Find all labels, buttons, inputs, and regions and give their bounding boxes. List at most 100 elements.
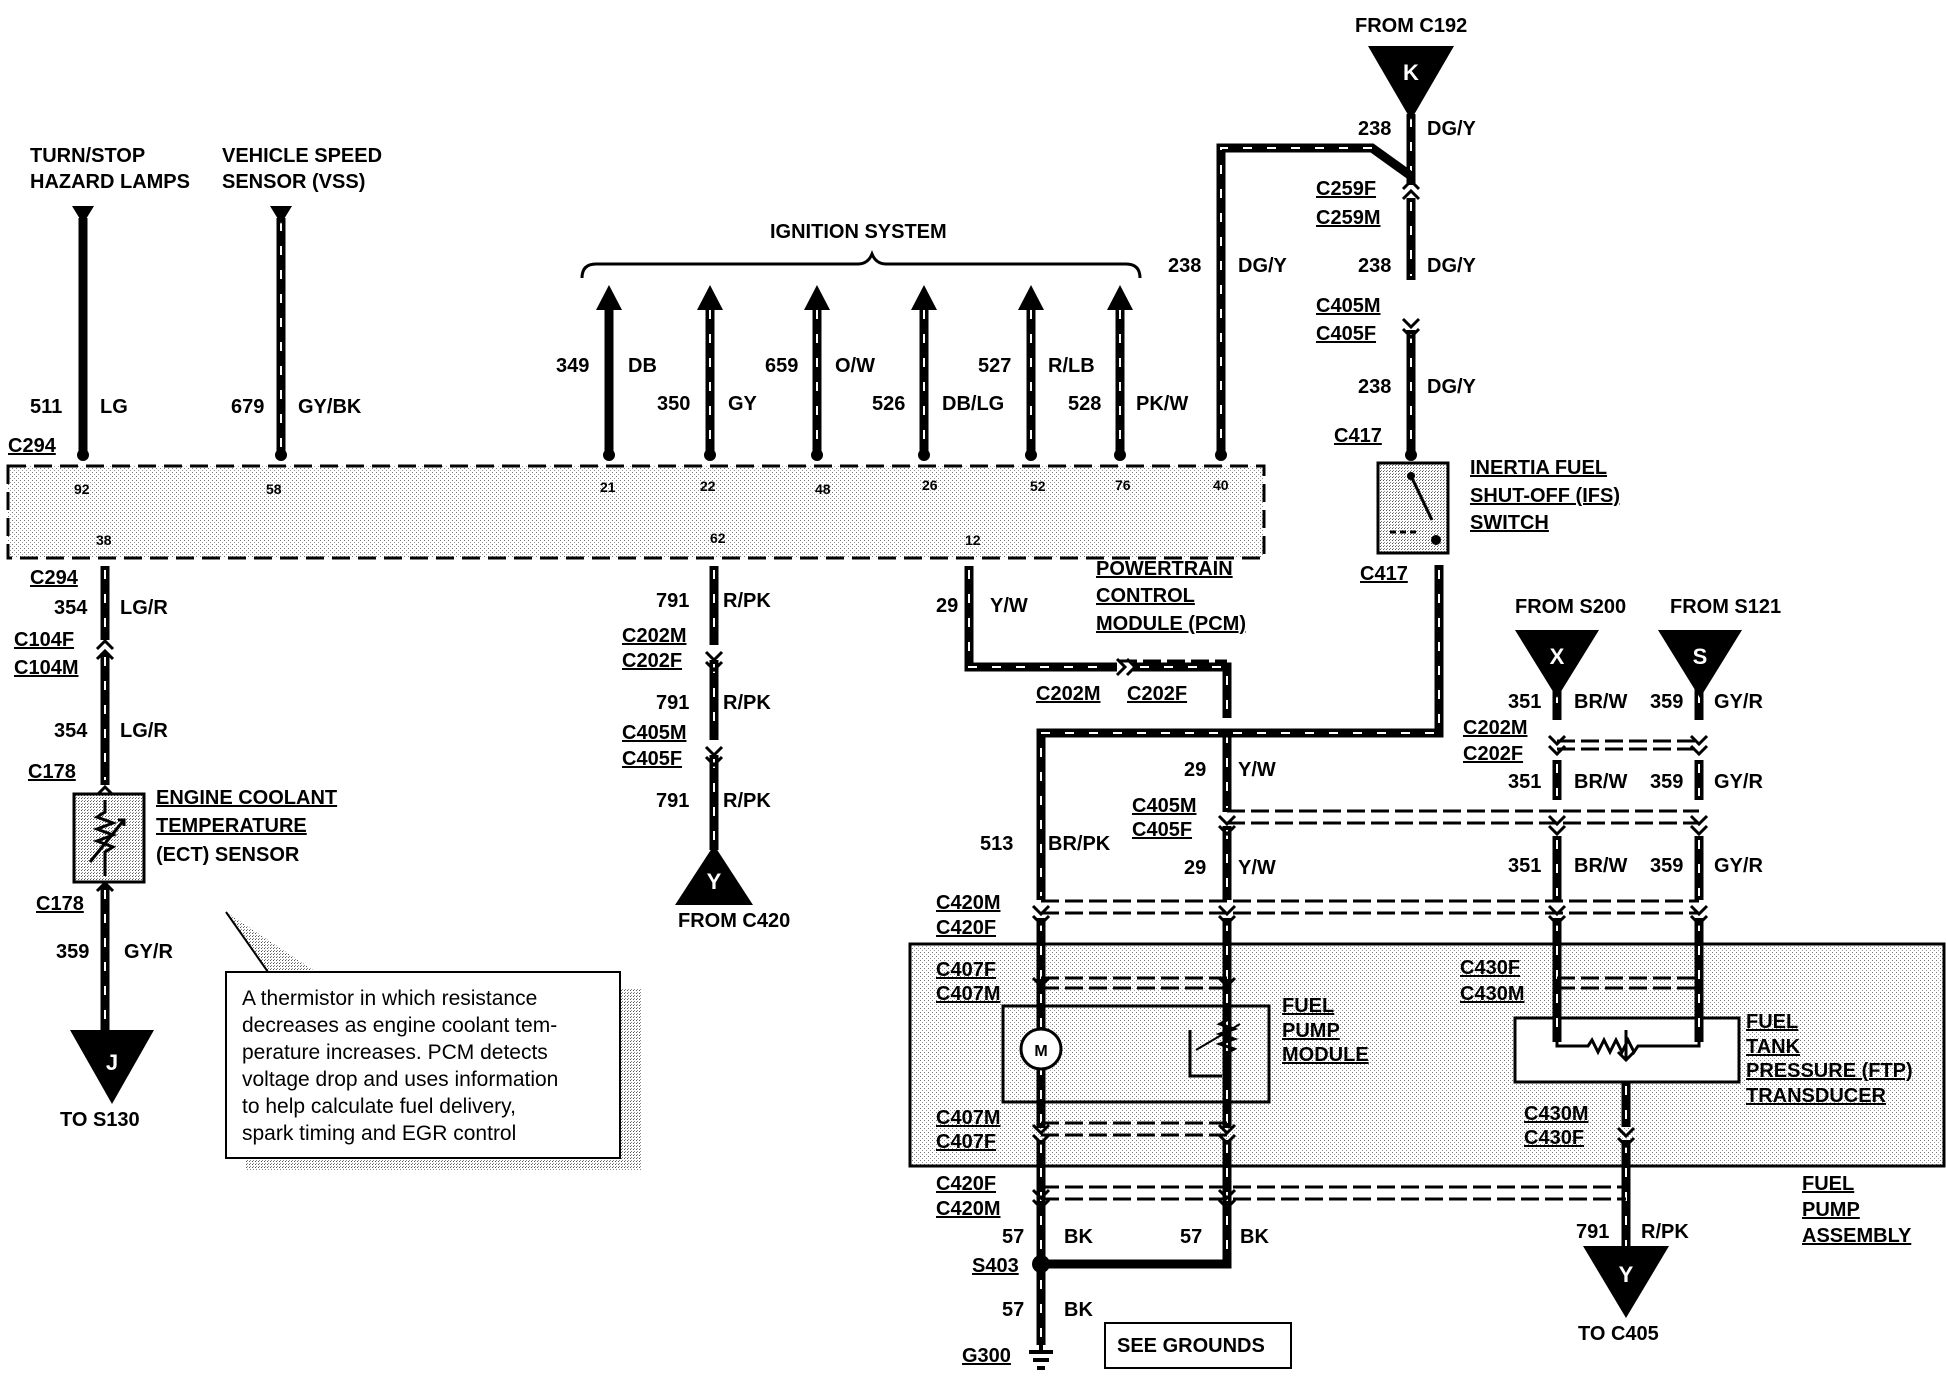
ifs-switch-symbol (1376, 461, 1450, 555)
wire-359-num-r3: 359 (1650, 855, 1683, 877)
conn-c420m-bottom: C420M (936, 1198, 1000, 1220)
note-line-2: decreases as engine coolant tem- (242, 1014, 557, 1037)
pin-terminal (275, 449, 287, 461)
ect-label-1: ENGINE COOLANT (156, 787, 337, 809)
pin-terminal (1025, 449, 1037, 461)
pcm-pin-92: 92 (74, 481, 90, 497)
up-arrow-icon (697, 285, 723, 310)
wire-238-num-2: 238 (1168, 255, 1201, 277)
wire-351-color-1: BR/W (1574, 691, 1627, 713)
wire-29-num-1: 29 (936, 595, 958, 617)
wire-29-color-1: Y/W (990, 595, 1028, 617)
wire-354-color-1: LG/R (120, 597, 168, 619)
conn-c294-bottom: C294 (30, 567, 79, 589)
fuel-pump-assembly-label-2: PUMP (1802, 1199, 1860, 1221)
conn-c405m-top: C405M (1316, 295, 1380, 317)
conn-c430m-bottom: C430M (1524, 1103, 1588, 1125)
ifs-label-3: SWITCH (1470, 512, 1549, 534)
ect-sensor-symbol (72, 792, 146, 884)
thermistor-icon (92, 800, 118, 876)
conn-c405m-mid: C405M (1132, 795, 1196, 817)
wire-351-num-3: 351 (1508, 855, 1541, 877)
note-line-1: A thermistor in which resistance (242, 987, 537, 1010)
conn-c407m-bottom: C407M (936, 1107, 1000, 1129)
conn-c420m-top: C420M (936, 892, 1000, 914)
up-arrow-icon (911, 285, 937, 310)
wire-57-num-3: 57 (1002, 1299, 1024, 1321)
pcm-pin-76: 76 (1115, 477, 1131, 493)
note-line-5: to help calculate fuel delivery, (242, 1095, 516, 1118)
wire-359-color-r3: GY/R (1714, 855, 1763, 877)
conn-c202f-mid: C202F (1127, 683, 1187, 705)
wire-791-num-3: 791 (656, 790, 689, 812)
wire-359-color-left: GY/R (124, 941, 173, 963)
wire-238-color-4: DG/Y (1427, 376, 1477, 398)
variable-resistor-icon (1215, 1012, 1239, 1080)
conn-c259f: C259F (1316, 178, 1376, 200)
fuel-pump-assembly-label-3: ASSEMBLY (1802, 1225, 1912, 1247)
wire-354-num-2: 354 (54, 720, 88, 742)
wire-659-num: 659 (765, 355, 798, 377)
down-arrow-icon (72, 206, 94, 224)
ground-icon (1029, 1340, 1053, 1370)
flag-y-c420 (675, 845, 753, 905)
pcm-pin-58: 58 (266, 481, 282, 497)
flag-s-caption: FROM S121 (1670, 596, 1781, 618)
flag-s-letter: S (1693, 644, 1708, 669)
conn-c202m-left: C202M (622, 625, 686, 647)
flag-y-c405-letter: Y (1619, 1262, 1634, 1287)
up-arrow-icon (596, 285, 622, 310)
pin-terminal (1405, 449, 1417, 461)
wire-57-num-1: 57 (1002, 1226, 1024, 1248)
ftp-label-3: PRESSURE (FTP) (1746, 1060, 1913, 1082)
wire-791-num-1: 791 (656, 590, 689, 612)
wire-354-num-1: 354 (54, 597, 88, 619)
from-c192-label: FROM C192 (1355, 15, 1467, 37)
wire-513-color: BR/PK (1048, 833, 1111, 855)
pcm-label-2: CONTROL (1096, 585, 1195, 607)
ect-label-2: TEMPERATURE (156, 815, 307, 837)
wire-29-color-3: Y/W (1238, 857, 1276, 879)
wire-359-num-r2: 359 (1650, 771, 1683, 793)
wire-57-color-1: BK (1064, 1226, 1093, 1248)
wire-29-num-2: 29 (1184, 759, 1206, 781)
ifs-label-2: SHUT-OFF (IFS) (1470, 485, 1620, 507)
conn-c178-top: C178 (28, 761, 76, 783)
pin-terminal (77, 449, 89, 461)
wire-57-num-2: 57 (1180, 1226, 1202, 1248)
see-grounds-box[interactable] (1104, 1322, 1292, 1369)
conn-c405m-left: C405M (622, 722, 686, 744)
pin-terminal (1215, 449, 1227, 461)
wire-791-num-2: 791 (656, 692, 689, 714)
brace-ignition (580, 249, 1142, 279)
pin-terminal (811, 449, 823, 461)
conn-c202m-right: C202M (1463, 717, 1527, 739)
pcm-pin-38: 38 (96, 532, 112, 548)
wire-528-num: 528 (1068, 393, 1101, 415)
up-arrow-icon (804, 285, 830, 310)
wire-511-num: 511 (30, 396, 62, 418)
pcm-pin-40: 40 (1213, 477, 1229, 493)
conn-c202f-left: C202F (622, 650, 682, 672)
wire-354-color-2: LG/R (120, 720, 168, 742)
flag-x-caption: FROM S200 (1515, 596, 1626, 618)
up-arrow-icon (1018, 285, 1044, 310)
wire-791-color-r: R/PK (1641, 1221, 1689, 1243)
wire-351-color-3: BR/W (1574, 855, 1627, 877)
pcm-box (6, 464, 1266, 560)
fuel-pump-assembly-label-1: FUEL (1802, 1173, 1854, 1195)
wire-349-color: DB (628, 355, 657, 377)
wire-238-color-2: DG/Y (1238, 255, 1288, 277)
arrow-icons (72, 206, 1417, 1273)
wire-350-num: 350 (657, 393, 690, 415)
conn-c420f-bottom: C420F (936, 1173, 996, 1195)
note-line-6: spark timing and EGR control (242, 1122, 516, 1145)
conn-c178-bottom: C178 (36, 893, 84, 915)
wire-359-color-r2: GY/R (1714, 771, 1763, 793)
pin-terminal (704, 449, 716, 461)
wire-791-color-2: R/PK (723, 692, 771, 714)
wire-238-color-1: DG/Y (1427, 118, 1477, 140)
pcm-pin-48: 48 (815, 481, 831, 497)
ftp-label-4: TRANSDUCER (1746, 1085, 1887, 1107)
wire-791-color-1: R/PK (723, 590, 771, 612)
